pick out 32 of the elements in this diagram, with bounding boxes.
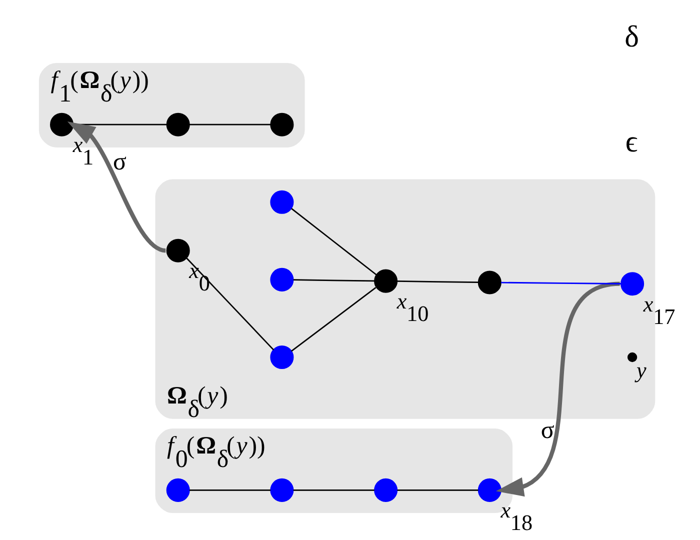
node-circle xyxy=(620,272,644,296)
label: ϵ xyxy=(624,124,638,159)
node-circle xyxy=(270,478,294,502)
node-circle xyxy=(270,345,294,370)
connector xyxy=(500,282,620,284)
node-circle xyxy=(477,478,501,502)
label: δ xyxy=(624,19,639,54)
node-circle xyxy=(270,190,294,214)
arrow xyxy=(495,282,620,497)
node-circle xyxy=(270,112,294,136)
node-circle xyxy=(166,478,190,502)
connector xyxy=(189,489,270,491)
node-circle xyxy=(270,268,294,292)
edge-label: σ xyxy=(540,417,554,444)
node-circle xyxy=(50,112,74,136)
connector xyxy=(396,489,478,491)
connector xyxy=(189,124,270,126)
node-circle xyxy=(374,478,398,502)
connector xyxy=(292,279,374,282)
edge-label: σ xyxy=(112,148,126,176)
connector xyxy=(186,258,274,350)
node-circle xyxy=(166,112,190,136)
node-circle xyxy=(626,352,637,362)
node-label: y xyxy=(636,358,646,383)
connector xyxy=(396,280,478,284)
connector xyxy=(292,489,374,491)
arrow xyxy=(66,121,166,253)
connector xyxy=(290,287,376,352)
node-circle xyxy=(477,270,501,294)
node-circle xyxy=(166,238,190,262)
node-circle xyxy=(374,269,398,293)
connector xyxy=(290,208,376,276)
